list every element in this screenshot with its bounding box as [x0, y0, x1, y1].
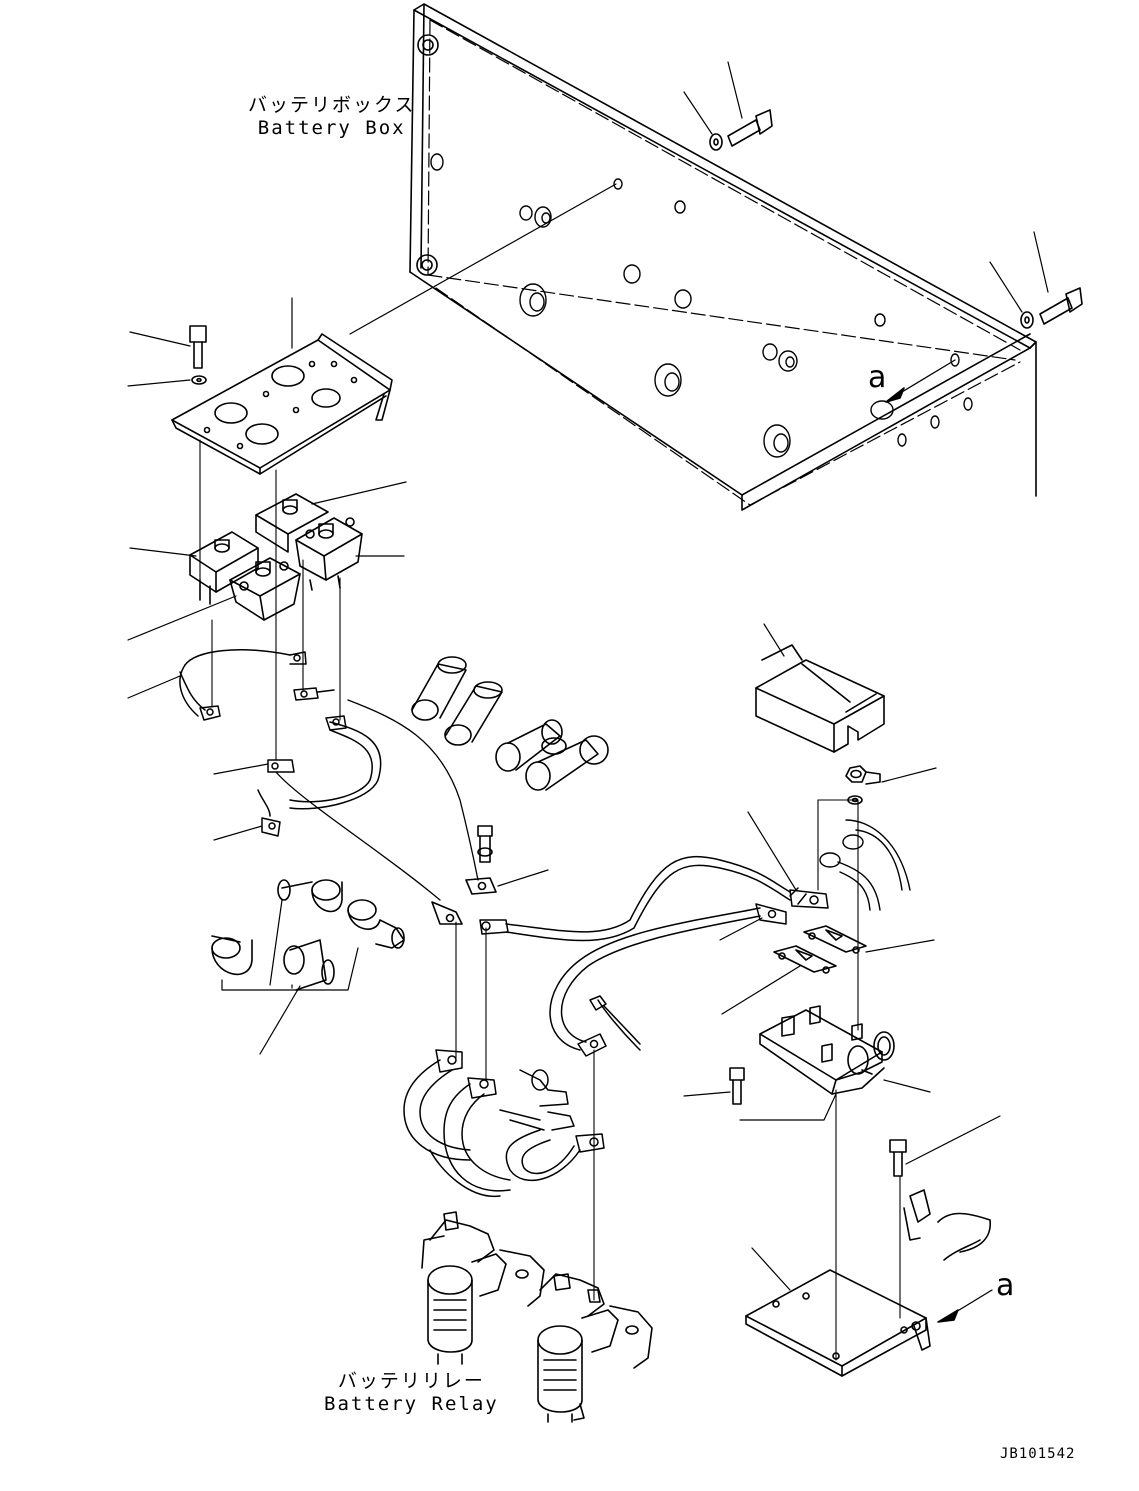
mounting-plate	[745, 1269, 931, 1377]
main-battery-cable	[479, 855, 829, 942]
drawing-number: JB101542	[1000, 1446, 1076, 1462]
terminal-cover	[755, 644, 885, 753]
terminal-boots-upper	[411, 656, 609, 791]
terminal-boots-lower	[211, 879, 405, 991]
battery-relay-label-jp: バッテリリレー	[337, 1370, 485, 1392]
battery-relay-left	[421, 1211, 545, 1365]
battery-relay-label: バッテリリレー Battery Relay	[324, 1370, 499, 1416]
battery-box-label-en: Battery Box	[257, 116, 406, 139]
view-a-marker-bottom: a	[996, 1268, 1015, 1303]
relay-mount-bracket	[171, 333, 393, 475]
battery-box-label-jp: バッテリボックス	[248, 94, 416, 116]
small-switch	[889, 1139, 991, 1261]
box-bolt-2	[1020, 287, 1083, 329]
view-a-arrow-bottom	[937, 1289, 993, 1323]
connector-plates	[773, 925, 867, 974]
relay-harness	[403, 995, 641, 1197]
nut-washer	[845, 765, 881, 805]
jumper-cables	[179, 649, 382, 837]
relay-blocks	[189, 493, 363, 621]
view-a-arrow-top	[885, 359, 956, 403]
center-bolt	[477, 825, 493, 863]
view-a-marker-top: a	[868, 360, 887, 395]
battery-box-label: バッテリボックス Battery Box	[248, 94, 415, 140]
board-bolt	[729, 1067, 745, 1105]
terminal-board	[759, 1005, 895, 1095]
box-bolt-1	[709, 109, 773, 151]
cable-fragments	[819, 819, 911, 911]
bracket-bolt	[189, 325, 207, 385]
battery-box	[409, 3, 1083, 511]
relay-cable	[549, 903, 787, 1057]
battery-relay-right	[537, 1273, 653, 1423]
battery-relay-label-en: Battery Relay	[324, 1392, 499, 1415]
